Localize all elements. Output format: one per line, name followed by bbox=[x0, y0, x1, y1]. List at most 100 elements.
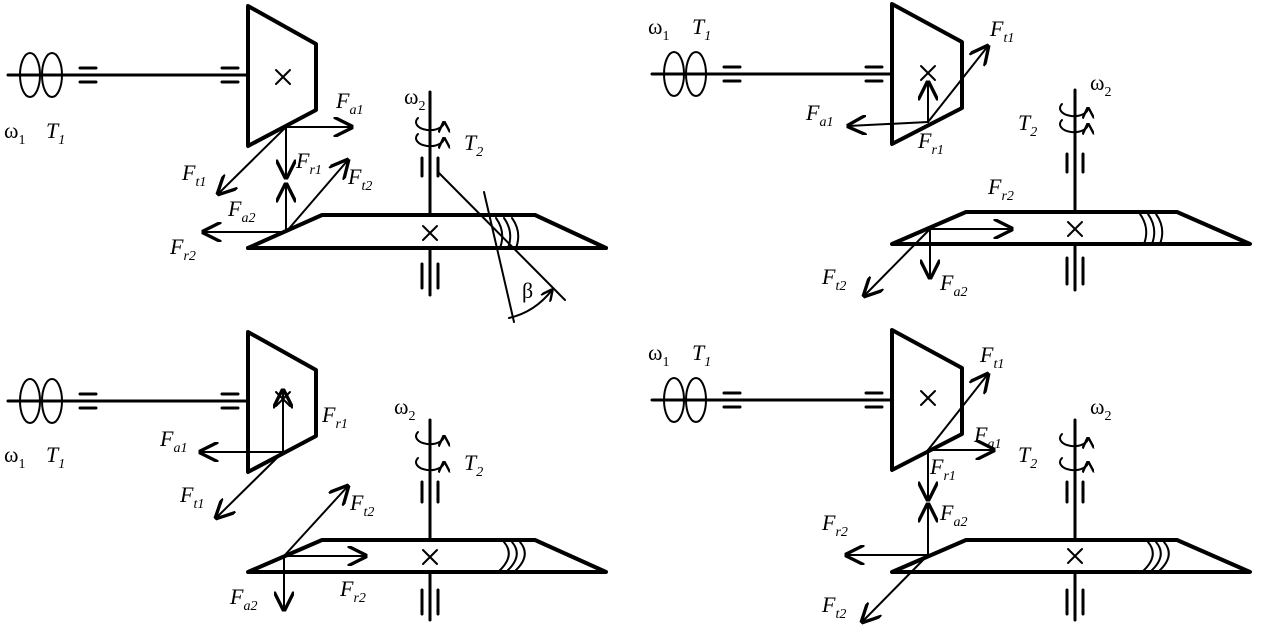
svg-text:ω1: ω1 bbox=[4, 118, 25, 148]
pinion-gear bbox=[890, 2, 964, 146]
svg-text:Fa1: Fa1 bbox=[335, 88, 363, 118]
label-subscript: t2 bbox=[363, 505, 374, 520]
label-subscript: t1 bbox=[195, 175, 206, 190]
svg-text:Ft1: Ft1 bbox=[989, 16, 1014, 46]
label-subscript: t1 bbox=[993, 357, 1004, 372]
label-subscript: a2 bbox=[241, 211, 255, 226]
label-force: F bbox=[169, 234, 184, 259]
label-subscript: 1 bbox=[662, 29, 669, 44]
bearing-icon bbox=[722, 391, 884, 409]
label-subscript: 2 bbox=[1104, 85, 1111, 100]
force-arrow-ft1 bbox=[218, 126, 287, 194]
svg-text:T2: T2 bbox=[464, 130, 483, 160]
svg-text:T1: T1 bbox=[692, 340, 711, 370]
svg-text:ω1: ω1 bbox=[648, 340, 669, 370]
shaft2-rotation-icon bbox=[1059, 433, 1088, 446]
label-torque: T bbox=[1018, 110, 1032, 135]
label-subscript: 2 bbox=[1104, 409, 1111, 424]
label-subscript: t2 bbox=[835, 607, 846, 622]
label-force: F bbox=[821, 592, 836, 617]
label-subscript: 2 bbox=[418, 99, 425, 114]
label-subscript: t1 bbox=[193, 497, 204, 512]
label-omega: ω bbox=[648, 340, 662, 365]
label-subscript: t1 bbox=[1003, 31, 1014, 46]
label-force: F bbox=[229, 584, 244, 609]
label-force: F bbox=[295, 148, 310, 173]
label-subscript: a1 bbox=[173, 441, 187, 456]
helix-angle-line bbox=[437, 171, 566, 301]
label-force: F bbox=[917, 128, 932, 153]
label-omega: ω bbox=[4, 442, 18, 467]
pinion-gear bbox=[890, 328, 964, 472]
force-arrow-ft1 bbox=[927, 374, 988, 451]
label-force: F bbox=[347, 164, 362, 189]
svg-text:Ft2: Ft2 bbox=[347, 164, 372, 194]
label-force: F bbox=[181, 160, 196, 185]
label-subscript: 2 bbox=[408, 409, 415, 424]
shaft2-rotation-icon bbox=[1059, 103, 1088, 116]
helix-lines bbox=[1139, 213, 1164, 245]
svg-text:Ft1: Ft1 bbox=[979, 342, 1004, 372]
label-subscript: a2 bbox=[953, 515, 967, 530]
label-force: F bbox=[321, 402, 336, 427]
svg-text:Fr2: Fr2 bbox=[339, 576, 366, 606]
angle-arc bbox=[508, 290, 552, 319]
label-subscript: 2 bbox=[1030, 125, 1037, 140]
label-force: F bbox=[989, 16, 1004, 41]
bearing-icon bbox=[1065, 152, 1085, 286]
label-force: F bbox=[979, 342, 994, 367]
svg-text:Fr1: Fr1 bbox=[917, 128, 944, 158]
label-omega: ω bbox=[404, 84, 418, 109]
label-force: F bbox=[227, 196, 242, 221]
helix-lines bbox=[495, 217, 520, 249]
label-subscript: 1 bbox=[704, 29, 711, 44]
helix-lines bbox=[497, 541, 526, 573]
svg-text:ω2: ω2 bbox=[394, 394, 415, 424]
svg-text:ω1: ω1 bbox=[4, 442, 25, 472]
label-force: F bbox=[987, 174, 1002, 199]
label-force: F bbox=[179, 482, 194, 507]
svg-text:Fr2: Fr2 bbox=[169, 234, 196, 264]
force-arrow-ft1 bbox=[216, 451, 284, 518]
label-subscript: a2 bbox=[243, 599, 257, 614]
label-subscript: r2 bbox=[353, 591, 365, 606]
svg-text:Fa2: Fa2 bbox=[227, 196, 255, 226]
label-force: F bbox=[335, 88, 350, 113]
label-subscript: a1 bbox=[819, 115, 833, 130]
svg-text:Ft1: Ft1 bbox=[181, 160, 206, 190]
svg-text:Fr1: Fr1 bbox=[929, 454, 956, 484]
svg-text:ω1: ω1 bbox=[648, 14, 669, 44]
svg-text:Fr2: Fr2 bbox=[821, 510, 848, 540]
label-torque: T bbox=[46, 118, 60, 143]
force-arrow-ft1 bbox=[927, 46, 988, 123]
label-omega: ω bbox=[1090, 70, 1104, 95]
force-arrow-ft2 bbox=[283, 486, 348, 557]
panel-bottom-right: ω1 T1 Ft1 Fa1 Fr1 ω2 T2 Fa2 Fr2 Ft2 bbox=[648, 328, 1252, 622]
shaft2-rotation-icon bbox=[415, 431, 444, 444]
svg-text:Fa1: Fa1 bbox=[805, 100, 833, 130]
label-subscript: 1 bbox=[662, 355, 669, 370]
label-torque: T bbox=[46, 442, 60, 467]
svg-text:T1: T1 bbox=[692, 14, 711, 44]
label-force: F bbox=[939, 500, 954, 525]
svg-text:Ft2: Ft2 bbox=[821, 592, 846, 622]
center-cross-icon bbox=[1067, 548, 1083, 564]
svg-text:ω2: ω2 bbox=[1090, 70, 1111, 100]
svg-text:T2: T2 bbox=[464, 450, 483, 480]
force-arrow-ft2 bbox=[862, 554, 929, 622]
label-subscript: 2 bbox=[1030, 457, 1037, 472]
panel-top-right: ω1 T1 Ft1 Fa1 Fr1 ω2 T2 Fr2 Fa2 Ft2 bbox=[648, 2, 1252, 300]
label-force: F bbox=[821, 264, 836, 289]
center-cross-icon bbox=[920, 390, 936, 406]
label-subscript: t2 bbox=[835, 279, 846, 294]
label-subscript: 1 bbox=[18, 457, 25, 472]
label-subscript: r2 bbox=[183, 249, 195, 264]
label-force: F bbox=[973, 422, 988, 447]
svg-text:Fr1: Fr1 bbox=[321, 402, 348, 432]
pinion-gear bbox=[246, 330, 318, 474]
label-subscript: a1 bbox=[987, 437, 1001, 452]
center-cross-icon bbox=[422, 225, 438, 241]
shaft1-rotation-icon bbox=[663, 377, 707, 423]
label-force: F bbox=[929, 454, 944, 479]
